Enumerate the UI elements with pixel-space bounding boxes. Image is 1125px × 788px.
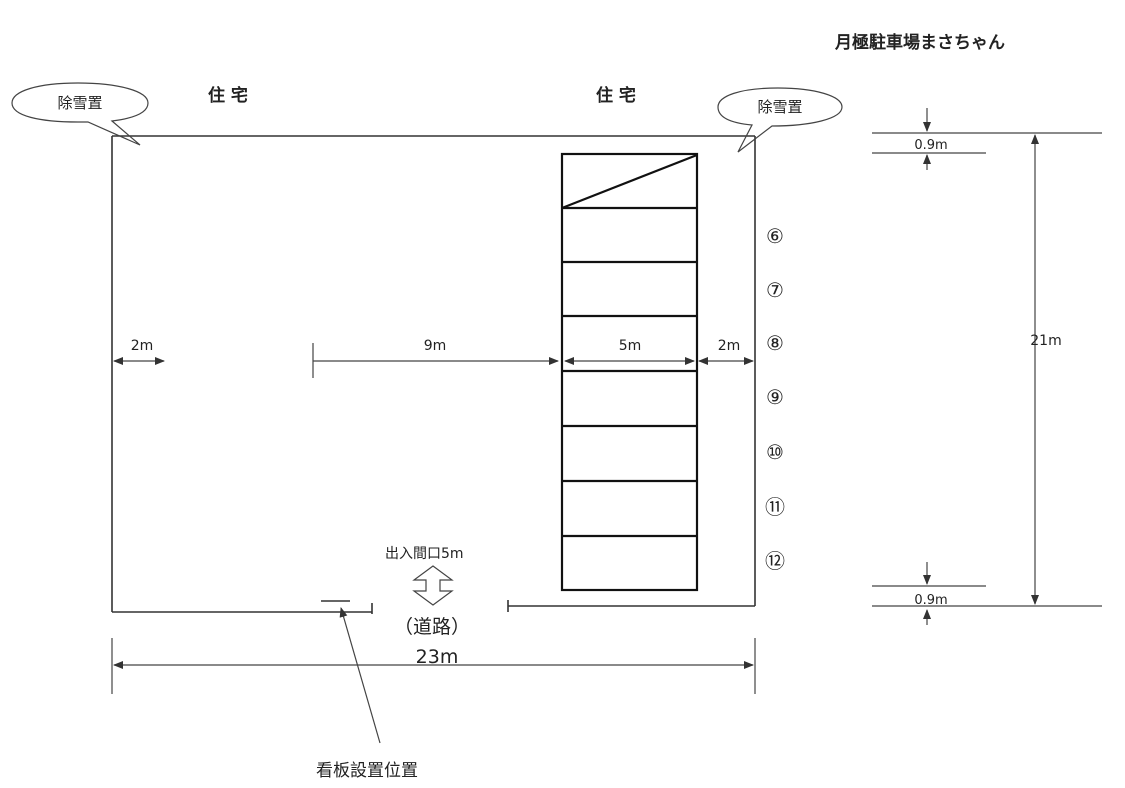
svg-text:9m: 9m [424,338,447,354]
svg-text:0.9m: 0.9m [914,593,947,608]
unavailable-stall-diagonal [561,153,698,210]
sign-position-marker: 看板設置位置 [316,600,418,781]
svg-text:5m: 5m [619,338,642,354]
dim-total-height: 21m [872,132,1102,607]
parking-stalls [560,152,699,592]
stall-number: ⑥ [766,224,784,248]
dim-right-margin: 2m [698,338,754,365]
stall-number: ⑩ [766,440,784,464]
dim-stall-width: 5m [564,338,695,365]
sign-position-label: 看板設置位置 [316,761,418,781]
road-label: （道路） [394,616,470,638]
stall-number: ⑫ [765,549,785,573]
dim-bottom-offset: 0.9m [872,562,986,625]
stall-numbers: ⑥ ⑦ ⑧ ⑨ ⑩ ⑪ ⑫ [765,224,785,573]
dim-left-margin: 2m [113,338,165,365]
snow-callout-right: 除雪置 [717,87,843,153]
snow-label-right: 除雪置 [757,98,802,116]
snow-label-left: 除雪置 [57,94,102,112]
dim-center: 9m [312,338,559,378]
lot-boundary [111,135,756,614]
stall-number: ⑪ [765,495,785,519]
svg-text:2m: 2m [131,338,154,354]
house-label-right: 住 宅 [596,85,636,106]
entrance-arrow: 出入間口5m [385,546,464,606]
svg-text:21m: 21m [1030,333,1061,349]
stall-number: ⑦ [766,278,784,302]
svg-text:2m: 2m [718,338,741,354]
snow-callout-left: 除雪置 [11,82,149,146]
svg-text:0.9m: 0.9m [914,138,947,153]
dim-top-offset: 0.9m [872,108,986,170]
house-label-left: 住 宅 [208,85,248,106]
dim-total-width: 23m [111,638,756,694]
svg-text:23m: 23m [416,646,459,668]
page-title: 月極駐車場まさちゃん [834,32,1005,53]
stall-number: ⑨ [766,385,784,409]
entrance-label: 出入間口5m [385,546,464,562]
stall-number: ⑧ [766,331,784,355]
